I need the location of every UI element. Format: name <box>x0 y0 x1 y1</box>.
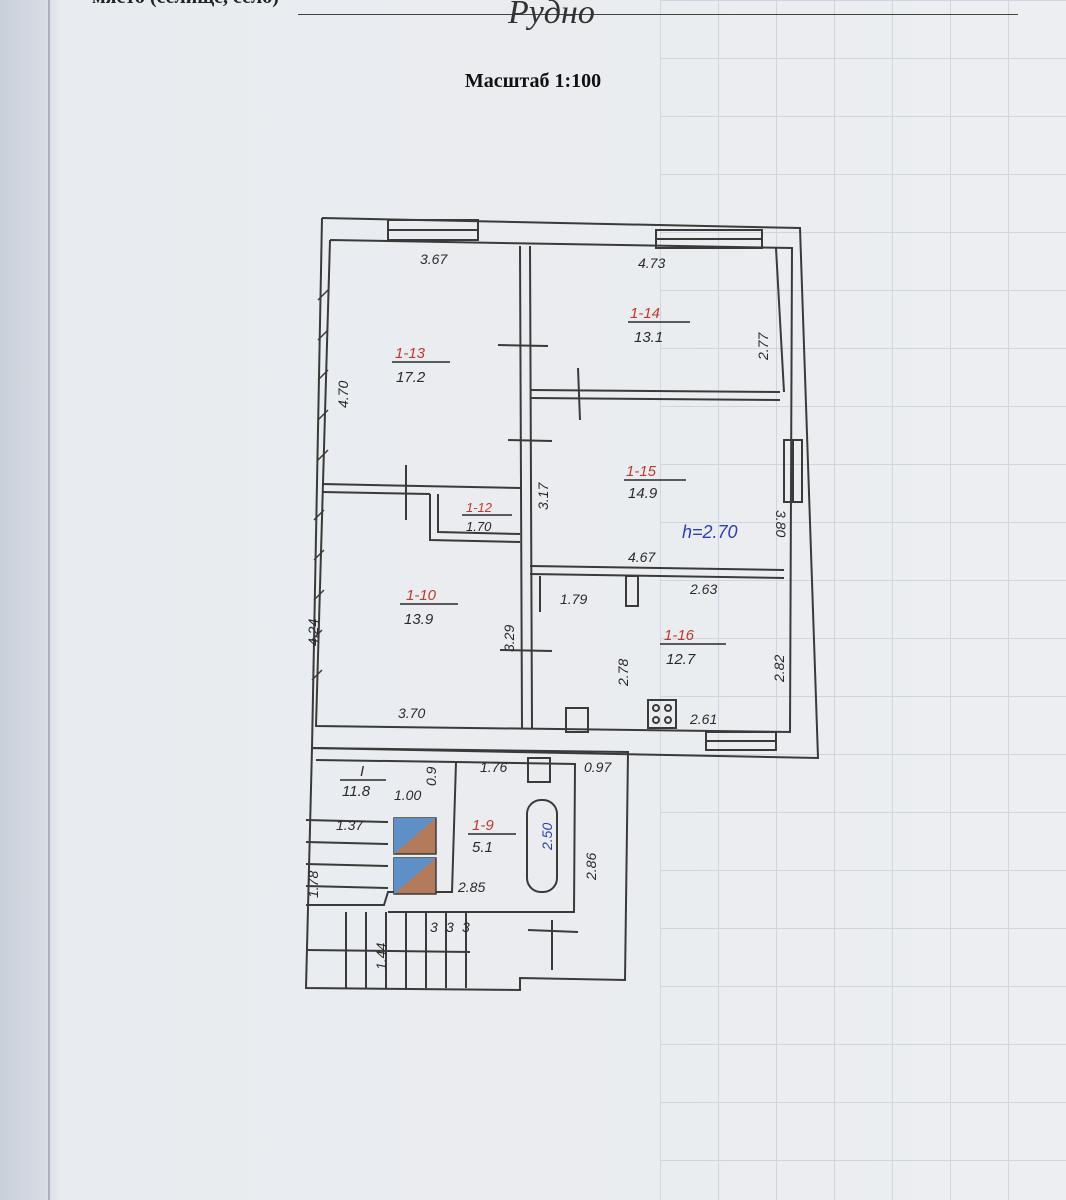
bathtub-fixture <box>526 799 558 893</box>
dim-1.37: 1.37 <box>336 817 364 833</box>
dim-0.9: 0.9 <box>423 766 439 786</box>
graph-paper-grid <box>660 0 1066 1200</box>
room-area-16: 12.7 <box>666 651 696 668</box>
washbasin-fixture <box>527 757 551 783</box>
dimension-labels: 3.67 4.73 4.70 2.77 3.17 3.80 4.67 1.79 … <box>305 251 789 970</box>
place-name-handwritten: Рудно <box>508 0 595 31</box>
dim-1.78: 1.78 <box>305 871 321 898</box>
dim-3.29: 3.29 <box>501 625 517 652</box>
staircase <box>305 819 471 988</box>
inner-wall-main <box>314 239 794 734</box>
dim-0.97: 0.97 <box>584 759 612 775</box>
dim-2.86: 2.86 <box>583 853 599 881</box>
outer-wall-annex <box>304 747 630 992</box>
room-area-10: 13.9 <box>404 611 434 628</box>
room-code-13: 1-13 <box>395 345 426 362</box>
room-code-10: 1-10 <box>406 587 437 604</box>
room-area-13: 17.2 <box>396 369 426 386</box>
dim-3.70: 3.70 <box>398 705 425 721</box>
dim-4.24: 4.24 <box>305 619 321 646</box>
dim-3b: 3 <box>446 919 454 935</box>
dim-3a: 3 <box>430 919 438 935</box>
scale-title: Масштаб 1:100 <box>464 70 602 92</box>
dim-1.00: 1.00 <box>394 787 421 803</box>
dim-2.82: 2.82 <box>771 655 787 683</box>
dim-4.70: 4.70 <box>335 381 351 408</box>
room-area-14: 13.1 <box>634 329 663 346</box>
stove-fixture <box>647 699 677 729</box>
room-code-9: 1-9 <box>472 817 494 834</box>
dim-2.50: 2.50 <box>539 823 555 851</box>
dim-2.61: 2.61 <box>689 711 717 727</box>
dim-2.78: 2.78 <box>615 659 631 687</box>
dim-4.73: 4.73 <box>638 255 665 271</box>
place-field-underline <box>298 14 1018 15</box>
sink-fixture <box>565 707 589 733</box>
dim-1.79: 1.79 <box>560 591 587 607</box>
boiler-fills <box>393 817 437 895</box>
inner-wall-bathroom <box>388 761 577 913</box>
dim-1.76: 1.76 <box>480 759 507 775</box>
dim-3.80: 3.80 <box>773 510 789 537</box>
dim-3.17: 3.17 <box>535 482 551 510</box>
room-area-I: 11.8 <box>342 783 371 800</box>
dim-2.77: 2.77 <box>755 332 771 361</box>
room-code-16: 1-16 <box>664 627 695 644</box>
room-code-15: 1-15 <box>626 463 657 480</box>
room-area-15: 14.9 <box>628 485 658 502</box>
dim-4.67: 4.67 <box>628 549 656 565</box>
dim-1.44: 1.44 <box>373 943 389 970</box>
room-code-I: I <box>360 763 364 780</box>
room-area-9: 5.1 <box>472 839 493 856</box>
dim-3.67: 3.67 <box>420 251 448 267</box>
dim-2.63: 2.63 <box>689 581 717 597</box>
wall-hatching <box>311 289 329 681</box>
place-field-label: място (селище, село) <box>92 0 279 9</box>
room-labels: 1-13 17.2 1-14 13.1 1-15 14.9 1-12 1.70 … <box>340 305 726 856</box>
room-area-12: 1.70 <box>466 519 492 534</box>
outer-wall-main <box>310 217 820 760</box>
dim-2.85: 2.85 <box>457 879 485 895</box>
room-code-12: 1-12 <box>466 500 493 515</box>
dim-3c: 3 <box>462 919 470 935</box>
plan-walls <box>304 217 820 992</box>
binding-margin <box>48 0 50 1200</box>
ceiling-height-note: h=2.70 <box>682 522 738 542</box>
room-code-14: 1-14 <box>630 305 660 322</box>
